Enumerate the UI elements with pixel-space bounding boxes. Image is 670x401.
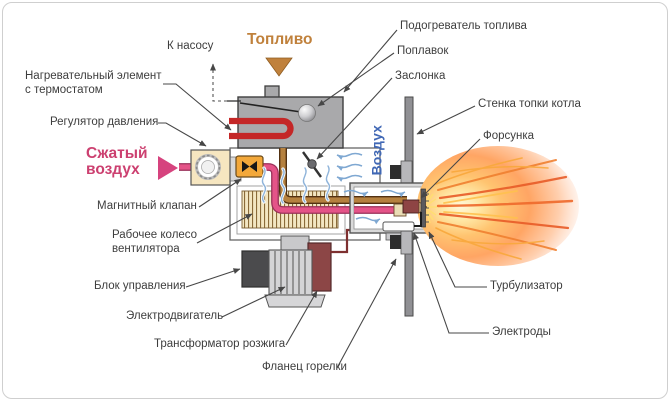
label-fuel-preheater: Подогреватель топлива bbox=[400, 20, 527, 32]
label-pressure-regulator: Регулятор давления bbox=[50, 116, 159, 128]
damper-flap bbox=[302, 151, 322, 178]
pressure-regulator-body bbox=[190, 149, 242, 186]
label-damper: Заслонка bbox=[395, 70, 446, 82]
float-lever bbox=[239, 102, 302, 113]
label-turbulator: Турбулизатор bbox=[490, 280, 563, 292]
label-electric-motor: Электродвигатель bbox=[126, 310, 224, 322]
heating-element-tube bbox=[229, 117, 294, 140]
label-fan-wheel: Рабочее колесо вентилятора bbox=[112, 229, 198, 255]
label-heating-element: Нагревательный элемент с термостатом bbox=[25, 70, 162, 96]
flame bbox=[417, 146, 579, 266]
air-wisps bbox=[260, 164, 332, 205]
label-nozzle: Форсунка bbox=[483, 130, 535, 142]
burner-flange-bolt bbox=[385, 230, 413, 255]
float-ball bbox=[298, 104, 316, 122]
fuel-inlet-arrow bbox=[265, 57, 293, 77]
leader-lines bbox=[158, 29, 489, 369]
compressed-air-pipe bbox=[179, 163, 396, 214]
air-inlet-arrows bbox=[336, 152, 363, 182]
label-float: Поплавок bbox=[397, 45, 449, 57]
label-electrodes: Электроды bbox=[492, 326, 551, 338]
magnetic-valve-body bbox=[235, 155, 264, 178]
label-magnetic-valve: Магнитный клапан bbox=[97, 200, 197, 212]
label-to-pump: К насосу bbox=[167, 40, 214, 52]
label-boiler-wall: Стенка топки котла bbox=[478, 98, 581, 110]
barrel-air-arrows bbox=[343, 189, 406, 225]
to-pump-line bbox=[210, 63, 241, 102]
label-burner-flange: Фланец горелки bbox=[262, 361, 347, 373]
motor-assembly bbox=[241, 235, 332, 308]
label-ignition-transformer: Трансформатор розжига bbox=[154, 338, 286, 350]
motor-base-plate bbox=[264, 294, 326, 308]
compressed-air-arrow bbox=[158, 156, 178, 180]
electric-motor-box bbox=[268, 249, 313, 296]
label-fuel: Топливо bbox=[247, 31, 313, 48]
label-control-unit: Блок управления bbox=[94, 280, 186, 292]
label-air: Воздух bbox=[368, 125, 385, 176]
label-compressed-air: Сжатый воздух bbox=[86, 145, 148, 179]
electrode-rod bbox=[382, 212, 422, 232]
